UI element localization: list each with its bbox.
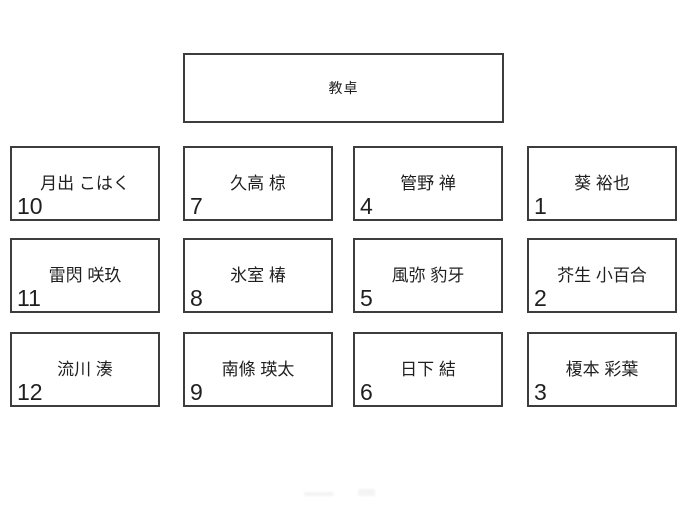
seat-11[interactable]: 雷閃 咲玖 11 (10, 238, 160, 313)
seat-name: 風弥 豹牙 (391, 266, 465, 285)
seat-2[interactable]: 芥生 小百合 2 (527, 238, 677, 313)
seat-name: 雷閃 咲玖 (48, 266, 122, 285)
cropped-footer-artifact (304, 492, 334, 496)
seat-9[interactable]: 南條 瑛太 9 (183, 332, 333, 407)
teacher-desk: 教卓 (183, 53, 504, 123)
seat-number: 11 (17, 284, 41, 311)
seat-name: 日下 結 (400, 360, 456, 379)
seat-name: 芥生 小百合 (557, 266, 647, 285)
seat-number: 4 (360, 192, 373, 219)
seat-1[interactable]: 葵 裕也 1 (527, 146, 677, 221)
seat-name: 月出 こはく (40, 174, 130, 193)
seat-number: 1 (534, 192, 547, 219)
seat-3[interactable]: 榎本 彩葉 3 (527, 332, 677, 407)
seat-8[interactable]: 氷室 椿 8 (183, 238, 333, 313)
seat-number: 8 (190, 284, 203, 311)
cropped-footer-artifact (358, 489, 375, 496)
seat-4[interactable]: 管野 禅 4 (353, 146, 503, 221)
seat-name: 久高 椋 (230, 174, 286, 193)
seat-name: 氷室 椿 (230, 266, 286, 285)
seat-10[interactable]: 月出 こはく 10 (10, 146, 160, 221)
seat-name: 南條 瑛太 (221, 360, 295, 379)
seat-number: 5 (360, 284, 373, 311)
seat-number: 7 (190, 192, 203, 219)
seat-number: 9 (190, 378, 203, 405)
seat-name: 葵 裕也 (574, 174, 630, 193)
seat-12[interactable]: 流川 湊 12 (10, 332, 160, 407)
seat-number: 2 (534, 284, 547, 311)
seat-number: 10 (17, 192, 43, 219)
seat-number: 3 (534, 378, 547, 405)
teacher-desk-label: 教卓 (328, 80, 359, 96)
seat-name: 管野 禅 (400, 174, 456, 193)
seat-7[interactable]: 久高 椋 7 (183, 146, 333, 221)
seat-5[interactable]: 風弥 豹牙 5 (353, 238, 503, 313)
seat-number: 12 (17, 378, 43, 405)
seat-number: 6 (360, 378, 373, 405)
seat-name: 流川 湊 (57, 360, 113, 379)
seat-6[interactable]: 日下 結 6 (353, 332, 503, 407)
seat-name: 榎本 彩葉 (565, 360, 639, 379)
